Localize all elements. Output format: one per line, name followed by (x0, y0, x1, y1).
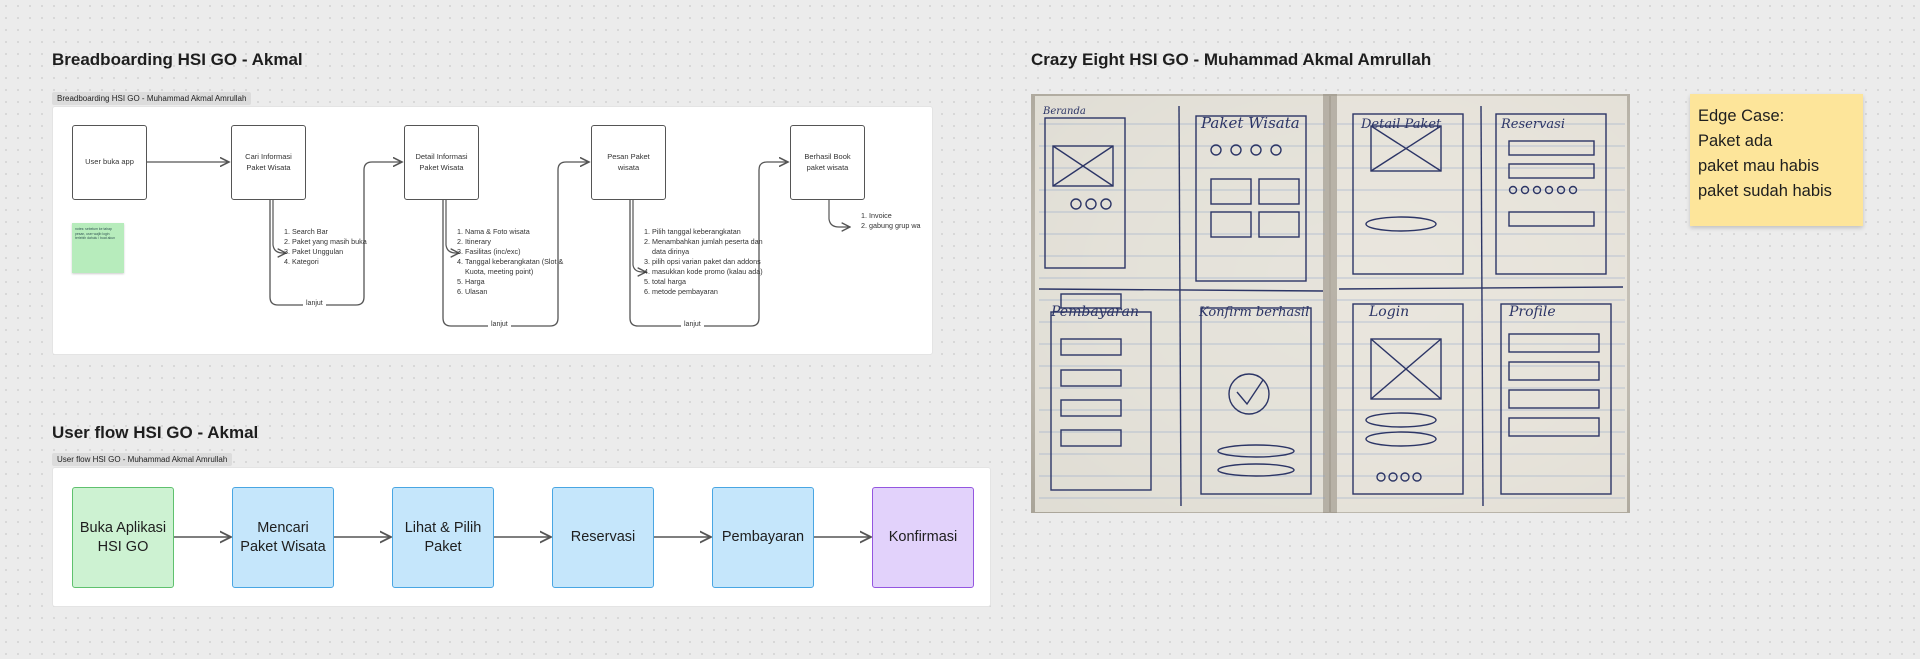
crazy-eight-title: Crazy Eight HSI GO - Muhammad Akmal Amru… (1031, 50, 1432, 69)
userflow-frame[interactable]: Buka Aplikasi HSI GO Mencari Paket Wisat… (52, 467, 991, 607)
edge-case-title: Edge Case: (1698, 107, 1785, 125)
list-item: Menambahkan jumlah peserta dan data diri… (652, 237, 770, 257)
userflow-title: User flow HSI GO - Akmal (52, 423, 259, 442)
list-detail-informasi: Nama & Foto wisata Itinerary Fasilitas (… (448, 227, 569, 297)
sketch-label-beranda: Beranda (1042, 106, 1086, 117)
list-item: masukkan kode promo (kalau ada) (652, 267, 770, 277)
flow-step-buka-aplikasi[interactable]: Buka Aplikasi HSI GO (72, 487, 174, 588)
list-item: Search Bar (292, 227, 374, 237)
userflow-arrows (174, 468, 990, 606)
flow-step-mencari-paket[interactable]: Mencari Paket Wisata (232, 487, 334, 588)
bb-box-berhasil-book[interactable]: Berhasil Book paket wisata (790, 125, 865, 200)
list-item: Tanggal keberangkatan (Slot & Kuota, mee… (465, 257, 569, 277)
sketch-label-paket-wisata: Paket Wisata (1200, 114, 1300, 132)
list-item: Harga (465, 277, 569, 287)
list-berhasil-book: Invoice gabung grup wa (852, 211, 947, 231)
breadboarding-frame-label[interactable]: Breadboarding HSI GO - Muhammad Akmal Am… (52, 92, 252, 105)
flow-step-konfirmasi[interactable]: Konfirmasi (872, 487, 974, 588)
bb-box-pesan-paket[interactable]: Pesan Paket wisata (591, 125, 666, 200)
list-item: Fasilitas (inc/exc) (465, 247, 569, 257)
list-item: total harga (652, 277, 770, 287)
breadboarding-connectors (147, 107, 932, 327)
edge-case-line: paket sudah habis (1698, 182, 1832, 200)
list-pesan-paket: Pilih tanggal keberangkatan Menambahkan … (635, 227, 770, 297)
list-item: Nama & Foto wisata (465, 227, 569, 237)
sketch-label-detail-paket: Detail Paket (1360, 117, 1442, 132)
userflow-frame-label[interactable]: User flow HSI GO - Muhammad Akmal Amrull… (52, 453, 233, 466)
list-item: Ulasan (465, 287, 569, 297)
bb-box-cari-informasi[interactable]: Cari Informasi Paket Wisata (231, 125, 306, 200)
sketch-label-reservasi: Reservasi (1500, 117, 1565, 132)
bb-box-user-buka-app[interactable]: User buka app (72, 125, 147, 200)
sketch-drawing: Beranda Paket Wisata Detail Paket Reserv… (1035, 94, 1627, 513)
flow-step-lihat-pilih-paket[interactable]: Lihat & Pilih Paket (392, 487, 494, 588)
lanjut-label-2: lanjut (488, 321, 511, 328)
breadboarding-title: Breadboarding HSI GO - Akmal (52, 50, 303, 69)
edge-case-line: Paket ada (1698, 132, 1773, 150)
sketch-label-konfirm-berhasil: Konfirm berhasil (1198, 305, 1309, 320)
edge-case-line: paket mau habis (1698, 157, 1820, 175)
flow-step-reservasi[interactable]: Reservasi (552, 487, 654, 588)
breadboarding-frame[interactable]: User buka app Cari Informasi Paket Wisat… (52, 106, 933, 355)
flow-step-pembayaran[interactable]: Pembayaran (712, 487, 814, 588)
bb-box-detail-informasi[interactable]: Detail Informasi Paket Wisata (404, 125, 479, 200)
list-item: Pilih tanggal keberangkatan (652, 227, 770, 237)
list-item: gabung grup wa (869, 221, 947, 231)
lanjut-label-3: lanjut (681, 321, 704, 328)
list-item: Invoice (869, 211, 947, 221)
sketch-label-login: Login (1368, 304, 1409, 320)
list-item: Paket yang masih buka (292, 237, 374, 247)
list-item: metode pembayaran (652, 287, 770, 297)
list-item: Kategori (292, 257, 374, 267)
list-item: Itinerary (465, 237, 569, 247)
lanjut-label-1: lanjut (303, 300, 326, 307)
list-cari-informasi: Search Bar Paket yang masih buka Paket U… (275, 227, 374, 267)
sketch-label-pembayaran: Pembayaran (1050, 304, 1139, 320)
crazy-eight-sketch-photo[interactable]: Beranda Paket Wisata Detail Paket Reserv… (1031, 94, 1630, 513)
list-item: Paket Unggulan (292, 247, 374, 257)
sticky-note-mini[interactable]: notes: sebelum ke tahap pesan, user waji… (72, 223, 124, 273)
sketch-label-profile: Profile (1508, 304, 1556, 320)
edge-case-sticky-note[interactable]: Edge Case: Paket ada paket mau habis pak… (1690, 94, 1863, 226)
list-item: pilih opsi varian paket dan addons (652, 257, 770, 267)
